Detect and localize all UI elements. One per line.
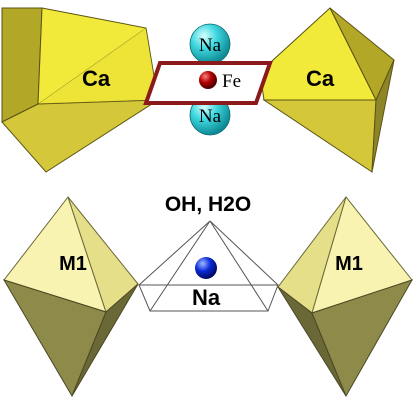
right-m1-polyhedron [277,195,414,398]
left-ca-label: Ca [82,66,111,91]
na-atom-blue [195,257,217,279]
left-m1-polyhedron [2,195,139,398]
na-atom-upper: Na [189,23,231,65]
top-panel: Na Na Fe Ca Ca [1,7,395,173]
fe-atom: Fe [199,71,241,92]
na-center-label: Na [192,285,221,310]
bottom-panel: OH, H2O Na M1 M1 [2,193,414,398]
right-ca-polyhedron [259,7,395,173]
right-ca-label: Ca [306,66,335,91]
left-m1-label: M1 [59,253,87,275]
na-lower-label: Na [199,106,222,127]
left-ca-polyhedron [1,7,160,173]
right-m1-label: M1 [335,253,363,275]
na-pyramid-wireframe [138,220,279,312]
na-upper-label: Na [199,35,222,56]
apex-label: OH, H2O [165,193,251,216]
fe-label: Fe [222,71,241,92]
